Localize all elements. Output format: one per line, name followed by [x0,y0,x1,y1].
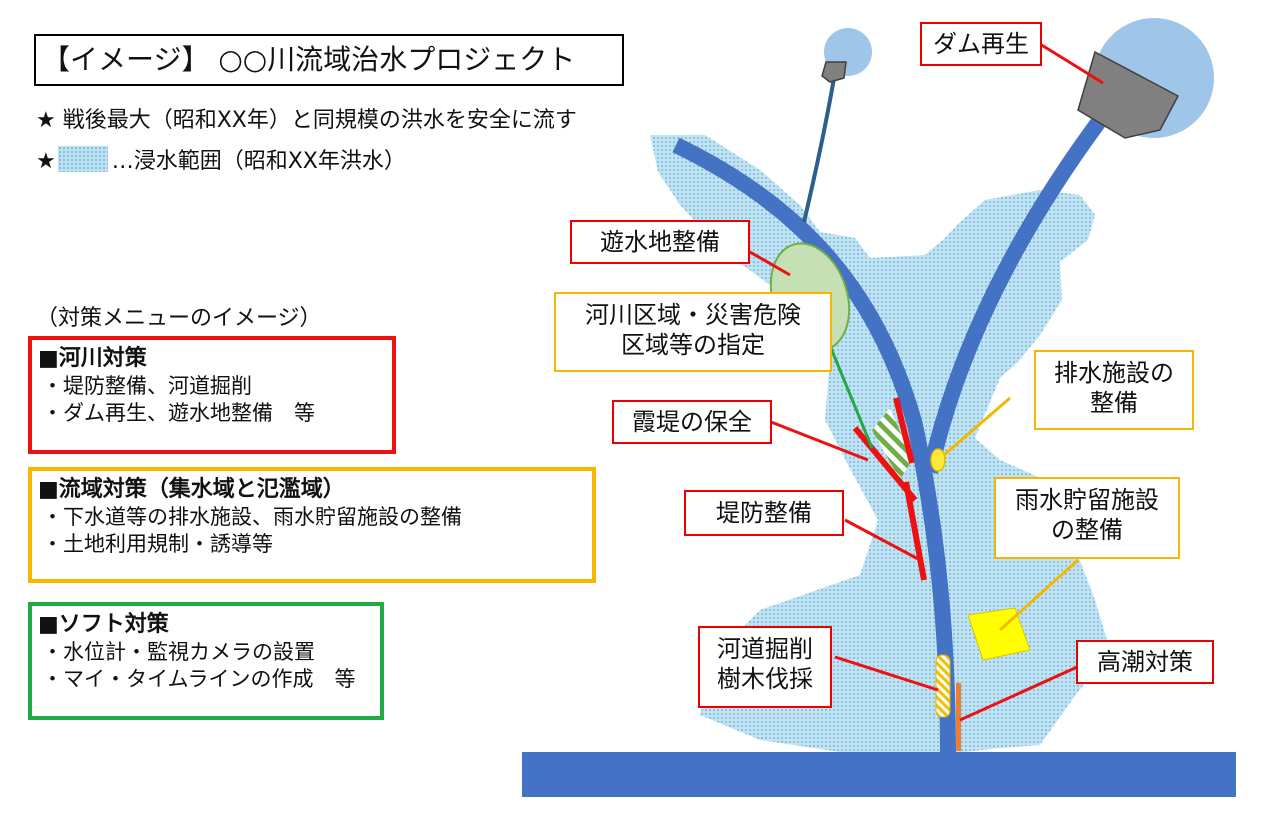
label-channel-excavation: 河道掘削 樹木伐採 [698,626,832,708]
label-channel-excavation-line: 樹木伐採 [717,665,813,693]
label-retention-basin: 遊水地整備 [570,220,750,264]
label-kasumi-levee: 霞堤の保全 [612,400,772,444]
river-measures-box: ■河川対策 ・堤防整備、河道掘削 ・ダム再生、遊水地整備 等 [28,336,396,454]
basin-measures-item: ・下水道等の排水施設、雨水貯留施設の整備 [42,505,462,529]
legend-text: …浸水範囲（昭和XX年洪水） [111,149,406,174]
note-inundation-legend: ★ …浸水範囲（昭和XX年洪水） [36,143,406,175]
menu-caption: （対策メニューのイメージ） [36,306,322,331]
label-levee-improvement: 堤防整備 [684,490,844,536]
kasumi-levee-area [872,408,912,480]
label-rainwater-storage-line: 雨水貯留施設 [1015,486,1159,514]
basin-measures-heading: ■流域対策（集水域と氾濫域） [38,477,345,502]
main-river [672,137,956,761]
label-storm-surge: 高潮対策 [1076,640,1214,684]
excavation-area [935,654,951,718]
river-measures-heading: ■河川対策 [38,346,147,371]
small-dam-body [821,61,847,83]
callout-levee [844,518,921,562]
soft-measures-item: ・水位計・監視カメラの設置 [42,640,315,664]
label-zone-designation-line: 区域等の指定 [621,331,765,359]
page-title: 【イメージ】 ○○川流域治水プロジェクト [34,34,624,86]
label-rainwater-storage-line: の整備 [1051,516,1123,544]
callout-kasumi [770,420,869,462]
drainage-facility-marker [930,448,946,472]
label-zone-designation: 河川区域・災害危険 区域等の指定 [554,292,832,372]
label-channel-excavation-line: 河道掘削 [717,635,813,663]
callout-storm-surge [959,661,1087,722]
legend-star: ★ [36,149,56,174]
label-drainage-facility-line: 排水施設の [1054,359,1174,387]
callout-drainage [943,396,1011,457]
sea [522,752,1236,797]
note-design-flood: ★ 戦後最大（昭和XX年）と同規模の洪水を安全に流す [36,108,577,133]
callout-dam [1039,42,1104,85]
label-zone-designation-line: 河川区域・災害危険 [585,301,801,329]
soft-measures-box: ■ソフト対策 ・水位計・監視カメラの設置 ・マイ・タイムラインの作成 等 [28,602,384,720]
upper-tributary [802,77,836,223]
inundation-swatch-icon [57,146,108,172]
label-drainage-facility: 排水施設の 整備 [1034,350,1194,430]
right-tributary [922,107,1113,474]
storm-surge-measure [956,683,961,751]
river-measures-item: ・堤防整備、河道掘削 [42,374,252,398]
rainwater-storage [967,607,1031,661]
callout-retention [749,250,791,277]
callout-designation [824,335,874,449]
soft-measures-heading: ■ソフト対策 [38,612,169,637]
basin-measures-item: ・土地利用規制・誘導等 [42,532,273,556]
kasumi-levee-line-right [893,397,915,464]
label-rainwater-storage: 雨水貯留施設 の整備 [994,477,1180,559]
large-dam-body [1077,50,1180,139]
callout-rainwater [998,558,1080,632]
label-drainage-facility-line: 整備 [1090,389,1138,417]
basin-measures-box: ■流域対策（集水域と氾濫域） ・下水道等の排水施設、雨水貯留施設の整備 ・土地利… [28,467,596,583]
river-measures-item: ・ダム再生、遊水地整備 等 [42,401,315,425]
levee-line [903,481,927,581]
soft-measures-item: ・マイ・タイムラインの作成 等 [42,667,356,691]
label-dam-renewal: ダム再生 [920,22,1042,66]
callout-excavation [834,655,939,692]
